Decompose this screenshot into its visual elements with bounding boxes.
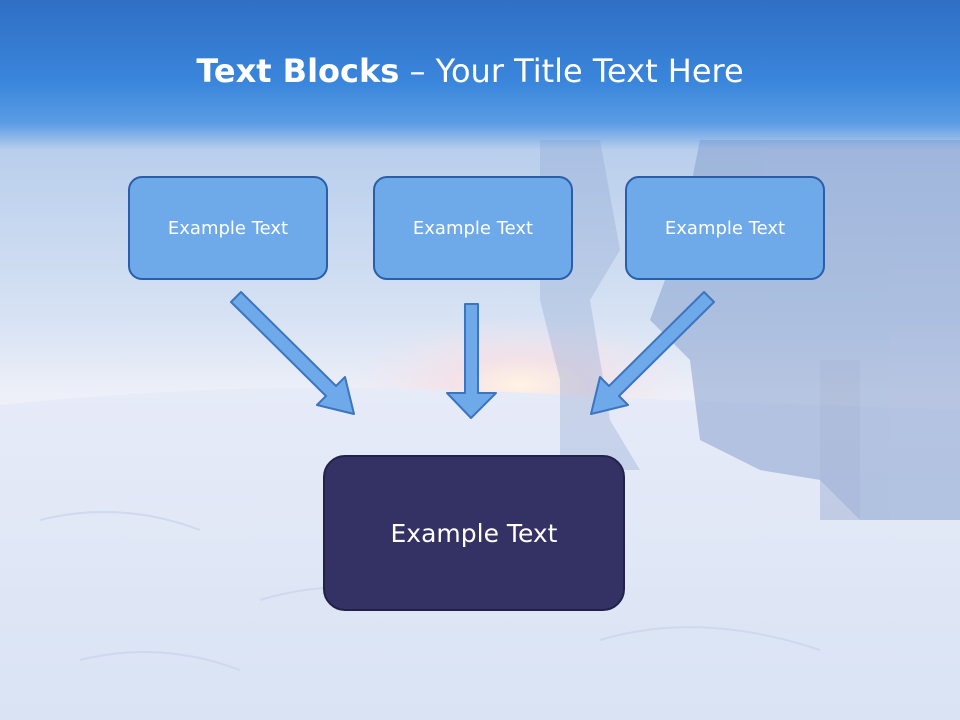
text-block-center[interactable]: Example Text <box>373 176 573 280</box>
arrow-right-icon <box>590 291 715 415</box>
text-block-bottom[interactable]: Example Text <box>323 455 625 611</box>
arrow-left-icon <box>230 291 355 415</box>
slide-title: Text Blocks – Your Title Text Here <box>0 52 940 90</box>
title-rest: Your Title Text Here <box>435 52 744 90</box>
arrow-center-icon <box>446 303 497 419</box>
text-block-right[interactable]: Example Text <box>625 176 825 280</box>
text-block-left[interactable]: Example Text <box>128 176 328 280</box>
header-band <box>0 0 960 150</box>
title-bold: Text Blocks <box>196 52 400 90</box>
title-dash: – <box>399 52 436 90</box>
